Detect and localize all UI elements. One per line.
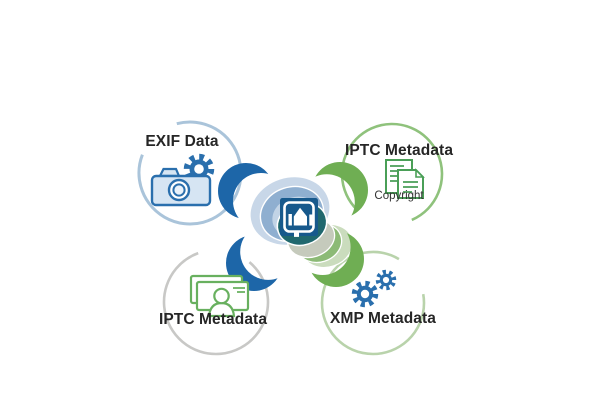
exif-label: EXIF Data: [145, 133, 219, 150]
camera-icon: [150, 167, 212, 207]
gears-icon: [351, 269, 397, 308]
xmp-circle-outline: [320, 250, 426, 356]
gear-icon: [183, 153, 215, 185]
petal-bottom-right: [308, 231, 364, 287]
iptc-rights-label: IPTC Metadata: [344, 142, 454, 159]
gear-small-icon: [375, 269, 397, 291]
copyright-caption: Copyright: [374, 190, 424, 202]
petal-top-right: [312, 162, 368, 218]
petal-top-left: [218, 163, 274, 219]
documents-icon: [385, 159, 425, 199]
image-icon: [280, 198, 318, 237]
photo-card-icon: [189, 274, 250, 318]
xmp-label: XMP Metadata: [330, 310, 436, 327]
camera-gear-icon: [150, 153, 215, 207]
gear-large-icon: [351, 280, 379, 308]
exif-circle-outline: [137, 120, 243, 226]
iptc-photo-label: IPTC Metadata: [158, 311, 268, 328]
